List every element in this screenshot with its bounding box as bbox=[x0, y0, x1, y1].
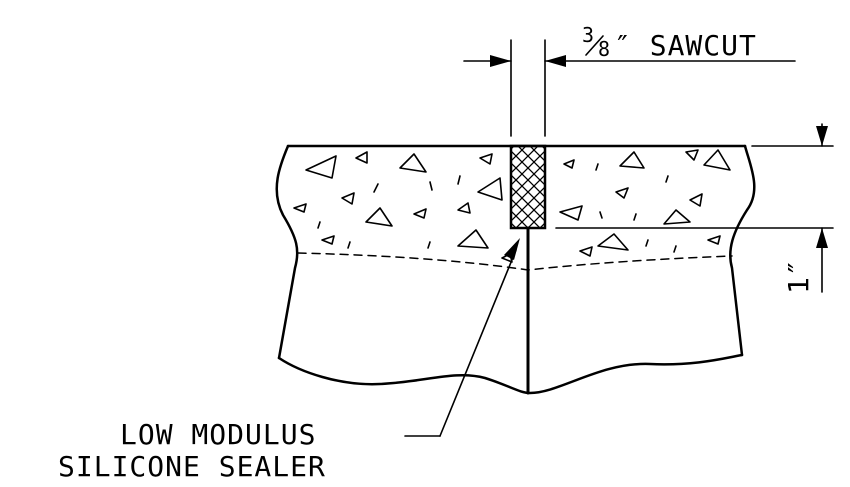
sawcut-label: ″ SAWCUT bbox=[614, 29, 757, 62]
sealer-label-line-1: LOW MODULUS bbox=[120, 418, 316, 451]
silicone-sealer-hatch bbox=[509, 144, 547, 230]
sawcut-fraction-denominator: 8 bbox=[598, 37, 610, 61]
sealer-leader bbox=[404, 238, 520, 437]
aggregate-triangles bbox=[293, 149, 731, 263]
aggregate-depth-dashed-line bbox=[297, 252, 733, 271]
right-slab-outline bbox=[729, 144, 756, 357]
aggregate-dots bbox=[317, 163, 677, 253]
sealer-label-line-2: SILICONE SEALER bbox=[58, 450, 326, 483]
depth-label: 1″ bbox=[782, 258, 815, 294]
slab-broken-bottom-edge bbox=[277, 353, 744, 395]
sawcut-width-dimension bbox=[463, 39, 796, 137]
sawcut-depth-dimension bbox=[555, 123, 834, 293]
left-slab-outline bbox=[275, 144, 299, 360]
sawcut-fraction-numerator: 3 bbox=[582, 23, 594, 47]
